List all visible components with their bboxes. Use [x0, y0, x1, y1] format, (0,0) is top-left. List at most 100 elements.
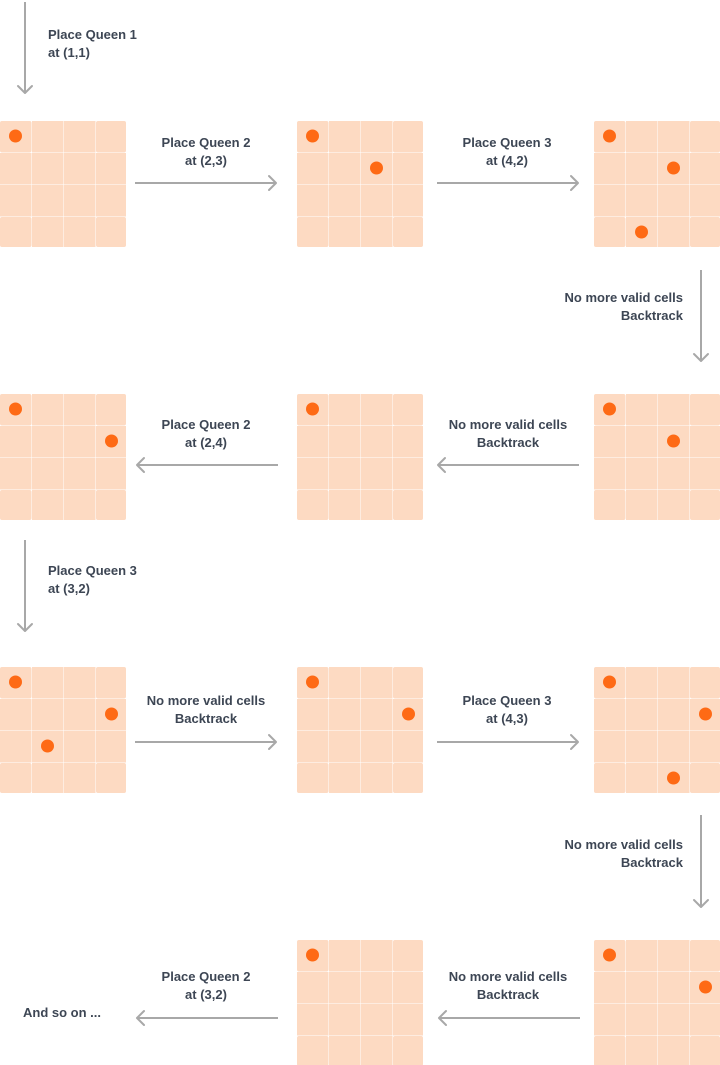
board-cell	[96, 121, 126, 153]
board-cell	[361, 763, 393, 793]
board-cell	[361, 394, 393, 426]
board-cell	[690, 1036, 720, 1065]
board-cell	[64, 667, 96, 699]
board-cell	[64, 458, 96, 490]
board-cell	[64, 699, 96, 731]
board-11	[297, 940, 423, 1065]
board-cell	[96, 731, 126, 763]
queen-marker	[306, 948, 319, 962]
board-cell	[64, 426, 96, 458]
board-cell	[658, 972, 690, 1004]
board-cell	[626, 121, 658, 153]
board-cell	[594, 217, 626, 247]
board-cell	[690, 217, 720, 247]
board-cell	[393, 763, 423, 793]
board-cell	[658, 940, 690, 972]
board-cell	[96, 153, 126, 185]
board-cell	[361, 121, 393, 153]
board-cell	[64, 763, 96, 793]
board-cell	[0, 426, 32, 458]
queen-marker	[306, 402, 319, 416]
board-cell	[393, 153, 423, 185]
board-cell	[32, 426, 64, 458]
board-cell	[690, 121, 720, 153]
board-cell	[594, 185, 626, 217]
arrow-down-2	[693, 270, 709, 362]
board-cell	[64, 185, 96, 217]
board-cell	[690, 153, 720, 185]
ending-label: And so on ...	[23, 1005, 101, 1020]
board-cell	[658, 217, 690, 247]
step-label-3: Place Queen 3at (4,2)	[463, 135, 552, 168]
board-4	[594, 394, 720, 520]
queen-marker	[9, 129, 22, 143]
board-cell	[297, 972, 329, 1004]
step-label-line1: No more valid cells	[565, 837, 684, 852]
arrow-left-3	[438, 1010, 580, 1026]
board-cell	[393, 121, 423, 153]
board-cell	[64, 731, 96, 763]
queen-marker	[635, 225, 648, 239]
step-label-line2: Backtrack	[477, 435, 540, 450]
step-label-line2: at (3,2)	[185, 987, 227, 1002]
board-cell	[329, 972, 361, 1004]
board-cell	[361, 940, 393, 972]
board-cell	[393, 185, 423, 217]
board-cell	[393, 1036, 423, 1065]
board-cell	[0, 763, 32, 793]
board-cell	[594, 763, 626, 793]
queen-marker	[306, 675, 319, 689]
queen-marker	[603, 948, 616, 962]
step-label-12: Place Queen 2at (3,2)	[162, 969, 251, 1002]
arrow-right-2	[437, 175, 579, 191]
board-cell	[626, 731, 658, 763]
board-cell	[594, 731, 626, 763]
board-cell	[626, 394, 658, 426]
board-cell	[594, 972, 626, 1004]
step-label-line1: No more valid cells	[147, 693, 266, 708]
board-cell	[64, 394, 96, 426]
board-cell	[297, 1004, 329, 1036]
queen-marker	[667, 161, 680, 175]
board-cell	[297, 731, 329, 763]
board-cell	[361, 731, 393, 763]
queen-marker	[667, 771, 680, 785]
board-cell	[658, 1036, 690, 1065]
queen-marker	[105, 707, 118, 721]
board-cell	[690, 458, 720, 490]
board-cell	[626, 490, 658, 520]
board-cell	[690, 490, 720, 520]
board-cell	[690, 426, 720, 458]
board-cell	[32, 121, 64, 153]
step-label-line1: No more valid cells	[565, 290, 684, 305]
board-cell	[32, 667, 64, 699]
board-cell	[361, 458, 393, 490]
step-label-line1: Place Queen 1	[48, 27, 137, 42]
board-cell	[329, 699, 361, 731]
queen-marker	[667, 434, 680, 448]
board-3	[594, 121, 720, 247]
board-cell	[393, 490, 423, 520]
board-cell	[626, 699, 658, 731]
board-cell	[96, 394, 126, 426]
board-cell	[594, 1004, 626, 1036]
board-cell	[626, 763, 658, 793]
board-cell	[32, 153, 64, 185]
step-label-9: Place Queen 3at (4,3)	[463, 693, 552, 726]
board-cell	[297, 458, 329, 490]
board-cell	[658, 731, 690, 763]
board-cell	[594, 1036, 626, 1065]
board-cell	[361, 185, 393, 217]
board-cell	[361, 667, 393, 699]
board-cell	[658, 699, 690, 731]
board-cell	[690, 940, 720, 972]
board-cell	[658, 1004, 690, 1036]
board-9	[594, 667, 720, 793]
board-cell	[329, 426, 361, 458]
board-cell	[32, 185, 64, 217]
board-cell	[297, 185, 329, 217]
board-10	[594, 940, 720, 1065]
arrow-down-3	[17, 540, 33, 632]
arrow-left-1	[437, 457, 579, 473]
